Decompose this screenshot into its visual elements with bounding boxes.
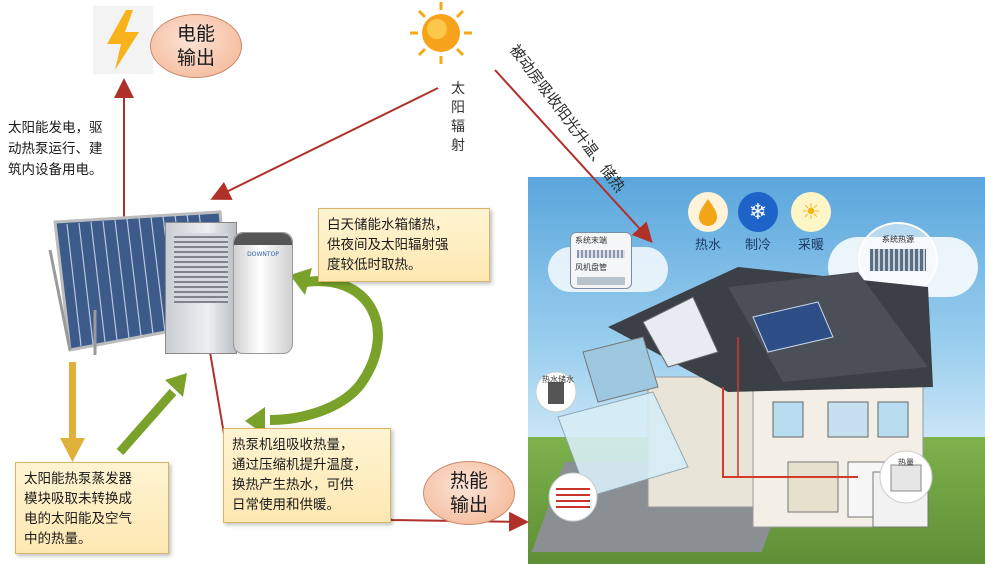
note-line: 供夜间及太阳辐射强 (327, 237, 449, 253)
feature-label: 采暖 (797, 238, 824, 253)
note-line: 白天储能水箱储热， (327, 217, 449, 233)
sun-label-char: 射 (451, 138, 465, 154)
house-illustration: 热水 ❄ 制冷 ☀ 采暖 系统末端 风机盘管 系统热源 (528, 177, 985, 564)
electric-output-label-2: 输出 (176, 47, 215, 69)
note-line: 太阳能热泵蒸发器 (24, 471, 132, 487)
radiation-arrow (210, 87, 439, 200)
feature-label: 热水 (694, 238, 721, 253)
thumb-label: 系统末端 (575, 236, 607, 245)
desc-line: 动热泵运行、建 (8, 141, 103, 157)
solar-power-description: 太阳能发电，驱 动热泵运行、建 筑内设备用电。 (8, 118, 128, 181)
heat-pump-unit (165, 222, 237, 354)
note-line: 日常使用和供暖。 (232, 497, 340, 513)
desc-line: 太阳能发电，驱 (8, 120, 103, 136)
thumb-label: 系统热源 (882, 235, 914, 244)
water-tank-note: 白天储能水箱储热， 供夜间及太阳辐射强 度较低时取热。 (318, 208, 490, 282)
sun-warm-icon: ☀ (791, 192, 831, 232)
heat-pump-note: 热泵机组吸收热量， 通过压缩机提升温度， 换热产生热水，可供 日常使用和供暖。 (223, 428, 391, 523)
terminal-system-thumbnail: 系统末端 风机盘管 (570, 232, 632, 289)
feature-hot-water: 热水 (683, 192, 733, 253)
feature-label: 制冷 (744, 238, 771, 253)
water-storage-tank: DOWNTOP (233, 232, 293, 354)
thumb-graphic (870, 249, 926, 271)
water-drop-icon (688, 192, 728, 232)
thumb-graphic (577, 250, 625, 258)
heat-output-label-2: 输出 (449, 494, 488, 516)
electric-output-bubble: 电能 输出 (150, 14, 242, 78)
sun-radiation-label: 太 阳 辐 射 (451, 80, 467, 156)
sun-icon (408, 0, 474, 66)
lightning-bolt-icon (93, 6, 153, 74)
tank-top-band (234, 233, 292, 245)
note-line: 换热产生热水，可供 (232, 477, 354, 493)
sun-label-char: 阳 (451, 100, 465, 116)
note-line: 热泵机组吸收热量， (232, 437, 354, 453)
thumb-label: 风机盘管 (575, 263, 607, 272)
thumb-label: 热量 (898, 458, 914, 467)
note-line: 模块吸取未转换成 (24, 491, 132, 507)
house-drawing (535, 267, 933, 528)
passive-radiation-arrow (494, 69, 653, 243)
heat-pump-arrow (116, 373, 187, 455)
snowflake-icon: ❄ (738, 192, 778, 232)
feature-heating: ☀ 采暖 (786, 192, 836, 253)
sun-label-char: 太 (451, 81, 465, 97)
heat-output-bubble: 热能 输出 (423, 461, 515, 525)
evaporator-note: 太阳能热泵蒸发器 模块吸取未转换成 电的太阳能及空气 中的热量。 (15, 462, 169, 554)
note-line: 电的太阳能及空气 (24, 511, 132, 527)
sun-label-char: 辐 (451, 119, 465, 135)
note-line: 通过压缩机提升温度， (232, 457, 367, 473)
desc-line: 筑内设备用电。 (8, 162, 103, 178)
thumb-label: 热水储水 (542, 375, 574, 384)
note-line: 度较低时取热。 (327, 257, 422, 273)
heat-output-label-1: 热能 (449, 470, 488, 492)
brand-label: DOWNTOP (247, 251, 279, 258)
thumb-graphic (577, 277, 625, 285)
evaporator-arrow (60, 362, 85, 462)
feature-cooling: ❄ 制冷 (733, 192, 783, 253)
fan-grille (174, 233, 228, 303)
electric-output-label-1: 电能 (176, 23, 215, 45)
note-line: 中的热量。 (24, 531, 92, 547)
